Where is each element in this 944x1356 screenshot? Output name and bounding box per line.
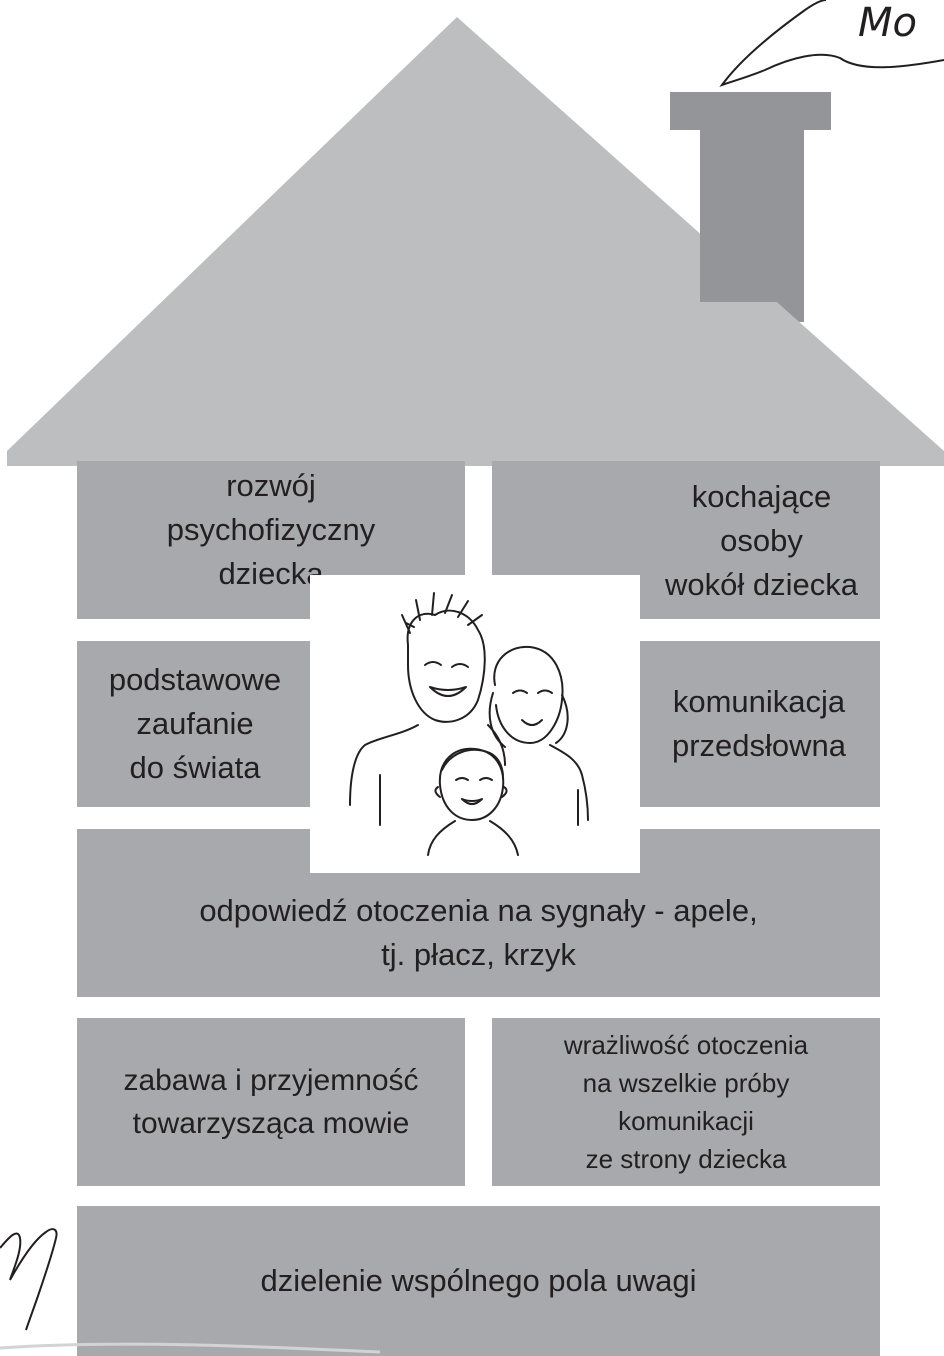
speech-bubble-text: Mo <box>858 0 917 46</box>
brick-odpowiedz-label: odpowiedź otoczenia na sygnały - apele, … <box>199 893 758 972</box>
brick-podstawowe-label: podstawowe zaufanie do świata <box>108 662 282 785</box>
roof <box>7 17 944 466</box>
speech-bubble <box>719 0 944 88</box>
brick-zabawa: zabawa i przyjemność towarzysząca mowie <box>77 1018 465 1186</box>
chimney-cap <box>670 92 831 130</box>
brick-komunikacja-label: komunikacja przedsłowna <box>671 684 847 763</box>
brick-wrazliwosc: wrażliwość otoczenia na wszelkie próby k… <box>492 1018 880 1186</box>
father-figure <box>349 592 506 826</box>
brick-wrazliwosc-label: wrażliwość otoczenia na wszelkie próby k… <box>563 1030 809 1174</box>
mother-figure <box>488 645 589 826</box>
brick-podstawowe: podstawowe zaufanie do świata <box>77 641 313 807</box>
family-sketch-icon <box>349 592 589 856</box>
roof-graphic <box>7 17 944 466</box>
brick-dzielenie: dzielenie wspólnego pola uwagi <box>77 1206 880 1356</box>
family-illustration <box>310 575 640 873</box>
child-figure <box>427 747 519 856</box>
brick-zabawa-label: zabawa i przyjemność towarzysząca mowie <box>123 1064 419 1140</box>
brick-rozwoj-label: rozwój psychofizyczny dziecka <box>166 468 376 591</box>
brick-komunikacja: komunikacja przedsłowna <box>638 641 880 807</box>
brick-dzielenie-label: dzielenie wspólnego pola uwagi <box>260 1263 697 1298</box>
chimney-front <box>700 130 804 302</box>
brick-kochajace-label: kochające osoby wokół dziecka <box>665 479 858 602</box>
